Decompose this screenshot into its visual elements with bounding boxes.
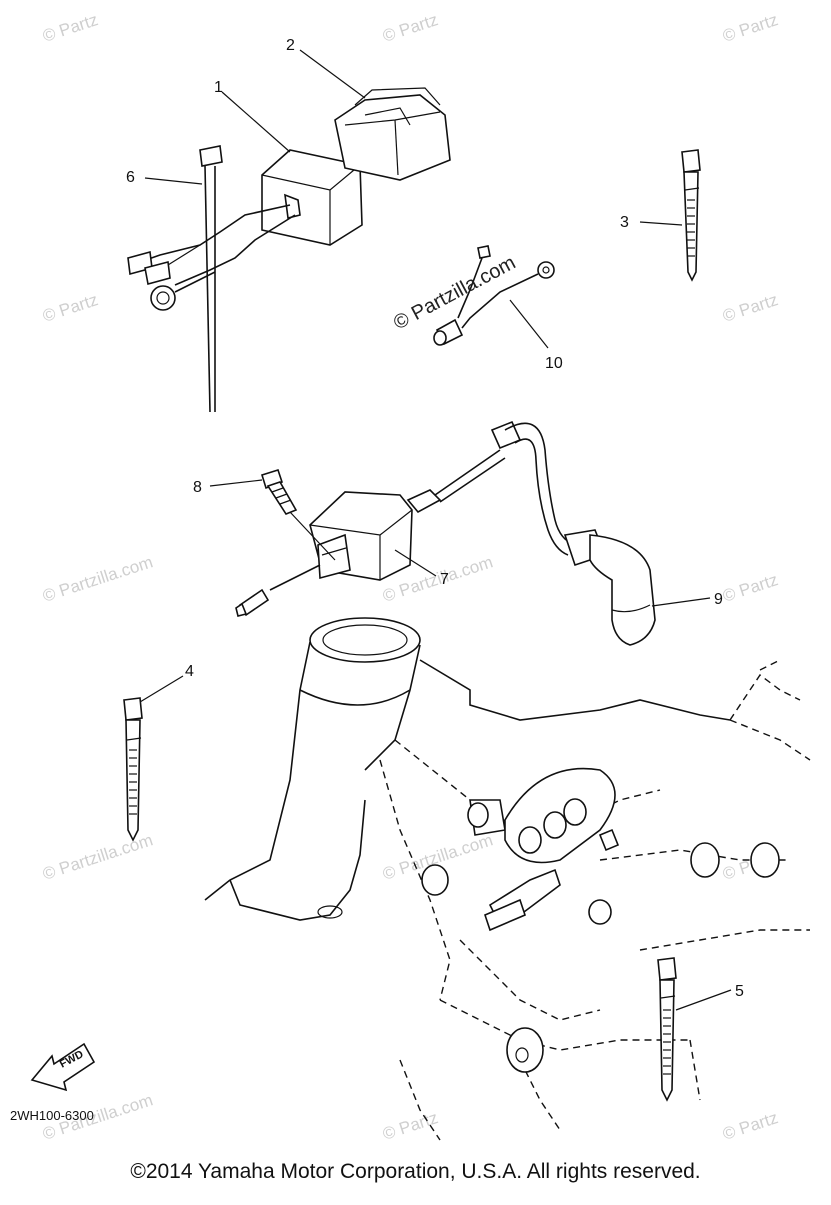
watermark: © Partz — [380, 10, 440, 46]
watermark: © Partz — [720, 290, 780, 326]
callout-2: 2 — [286, 37, 295, 54]
callout-10: 10 — [545, 355, 563, 372]
part-cable-tie-4[interactable] — [123, 697, 143, 842]
part-cable-tie-3[interactable] — [681, 149, 701, 282]
watermark: © Partz — [720, 570, 780, 606]
frame-outline — [204, 617, 811, 1141]
callout-9: 9 — [714, 591, 723, 608]
watermark: © Partzilla.com — [40, 552, 155, 605]
diagram-code: 2WH100-6300 — [10, 1108, 94, 1123]
part-cable-tie-long[interactable] — [199, 145, 223, 413]
part-ground-lead[interactable] — [433, 245, 555, 346]
leader-lines — [139, 49, 732, 1011]
watermark: © Partz — [40, 10, 100, 46]
watermark: © Partzilla.com — [40, 830, 155, 883]
fwd-arrow-icon: FWD — [30, 1042, 96, 1092]
callout-1: 1 — [214, 79, 223, 96]
part-spark-plug-cap[interactable] — [490, 420, 656, 646]
callout-4: 4 — [185, 663, 194, 680]
watermark: © Partz — [720, 1108, 780, 1144]
callout-8: 8 — [193, 479, 202, 496]
callout-numbers: 1 2 3 4 5 6 7 8 9 10 — [126, 37, 744, 1000]
callout-7: 7 — [440, 571, 449, 588]
part-cdi-unit[interactable] — [127, 149, 363, 311]
watermark: © Partz — [40, 290, 100, 326]
part-ignition-coil[interactable] — [235, 449, 506, 617]
part-cdi-cover[interactable] — [334, 87, 451, 181]
callout-6: 6 — [126, 169, 135, 186]
callout-3: 3 — [620, 214, 629, 231]
copyright-notice: ©2014 Yamaha Motor Corporation, U.S.A. A… — [130, 1160, 701, 1183]
watermark: © Partz — [720, 10, 780, 46]
callout-5: 5 — [735, 983, 744, 1000]
part-bolt[interactable] — [261, 469, 336, 561]
part-cable-tie-5[interactable] — [657, 957, 677, 1102]
